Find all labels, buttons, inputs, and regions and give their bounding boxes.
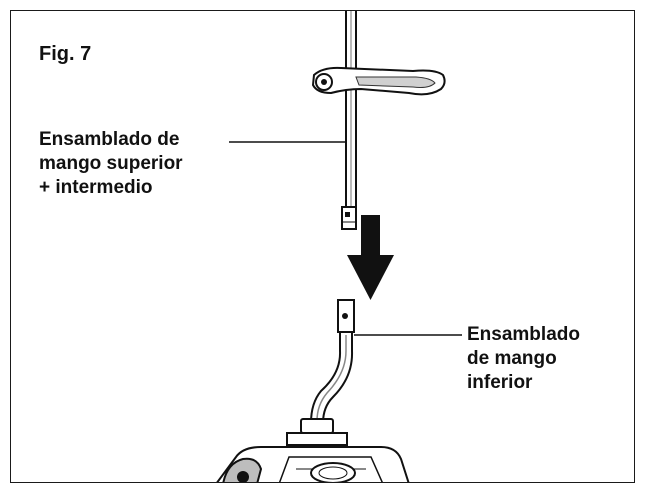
lower-callout-line-1: Ensamblado <box>467 324 580 345</box>
upper-shaft-connector <box>341 206 357 230</box>
lower-callout-line-3: inferior <box>467 372 533 393</box>
figure-label: Fig. 7 <box>39 43 92 65</box>
upper-handle-callout: Ensamblado de mango superior + intermedi… <box>39 128 183 200</box>
upper-handle-assembly <box>311 11 446 230</box>
upper-callout-line-1: Ensamblado de <box>39 129 180 150</box>
upper-callout-line-2: mango superior <box>39 153 183 174</box>
upper-callout-line-3: + intermedio <box>39 177 153 198</box>
base-wheel <box>222 457 263 482</box>
assembly-illustration <box>216 11 462 482</box>
lower-handle-callout: Ensamblado de mango inferior <box>467 323 580 395</box>
lower-handle-assembly <box>216 299 410 482</box>
base-unit <box>216 446 410 482</box>
stem-collar <box>300 418 334 434</box>
figure-frame: Fig. 7 Ensamblado de mango superior + in… <box>10 10 635 483</box>
down-arrow-icon <box>347 215 394 300</box>
lower-callout-line-2: de mango <box>467 348 557 369</box>
